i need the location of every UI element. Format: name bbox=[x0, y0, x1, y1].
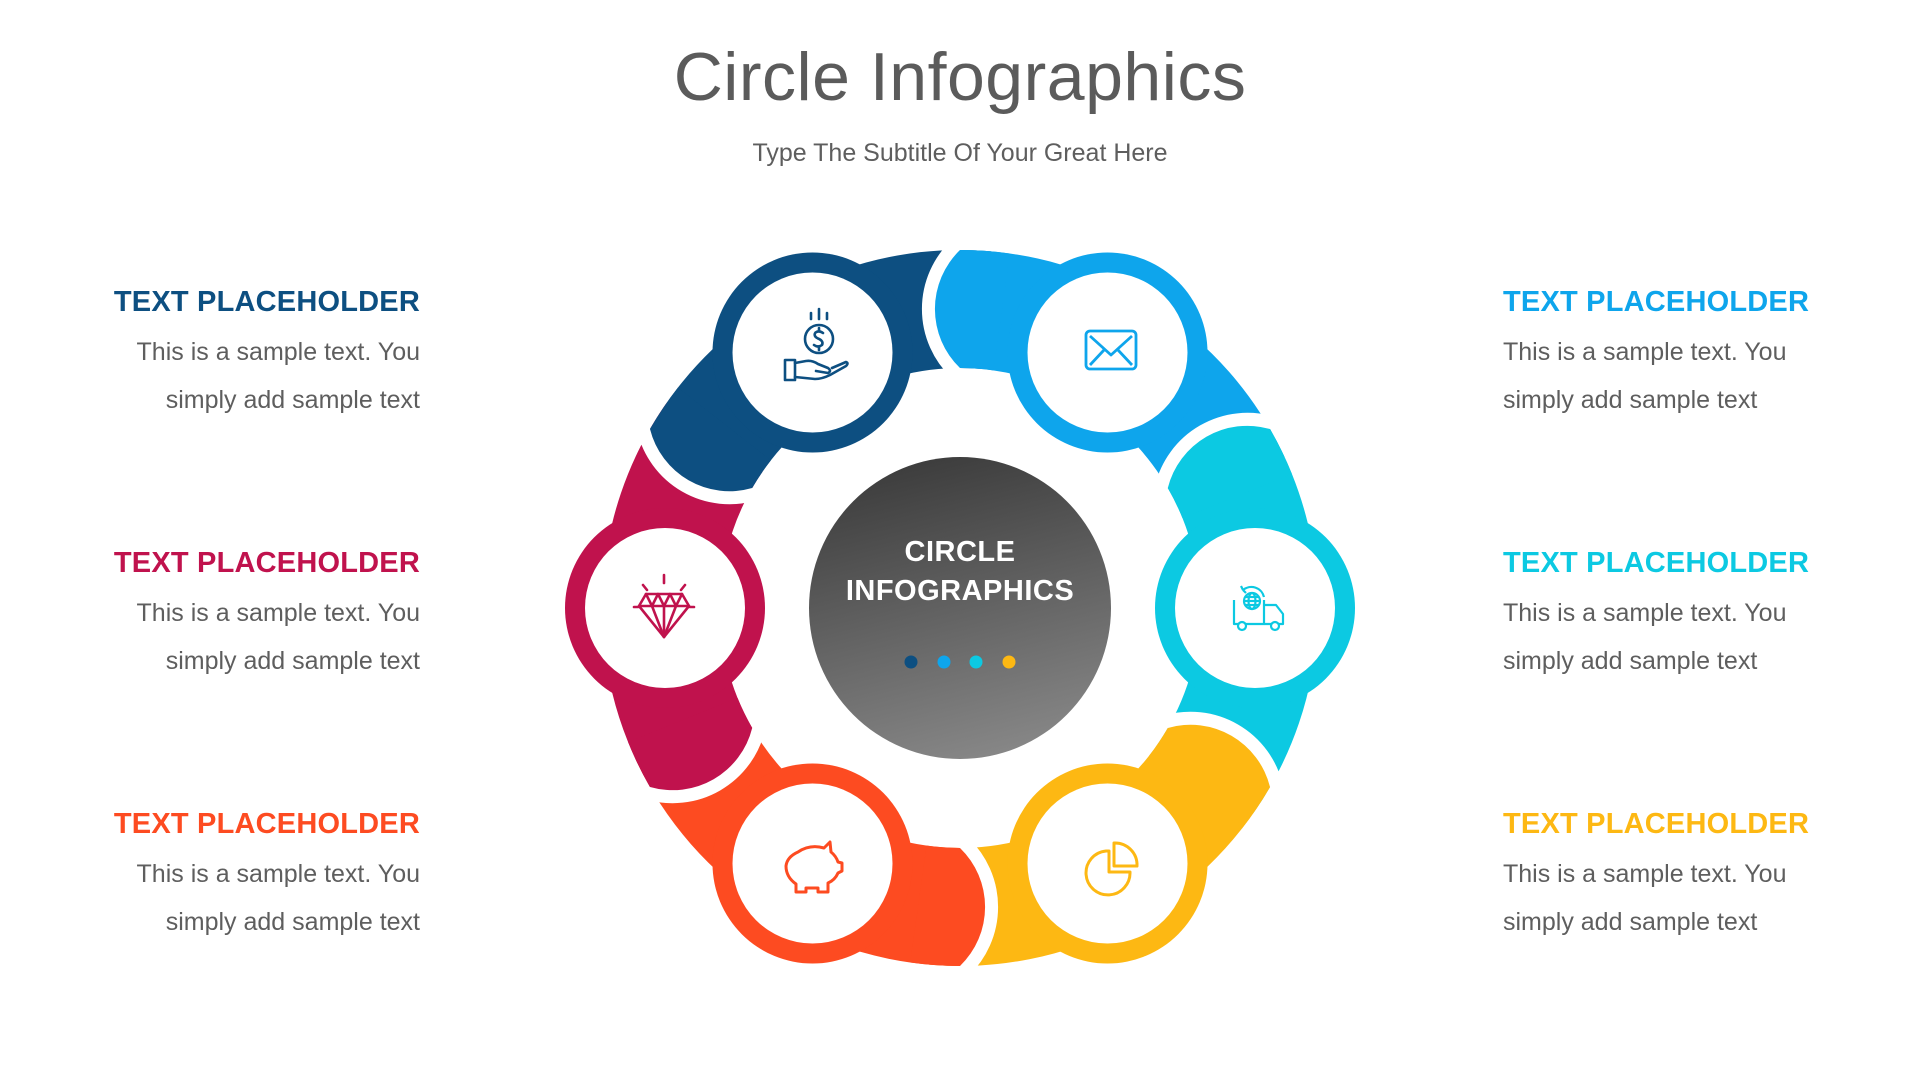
block-heading: TEXT PLACEHOLDER bbox=[113, 286, 420, 318]
global-delivery-truck-icon bbox=[1232, 585, 1285, 632]
text-block-left-middle: TEXT PLACEHOLDER This is a sample text. … bbox=[90, 545, 420, 685]
block-body: This is a sample text. You simply add sa… bbox=[1503, 328, 1833, 424]
block-body-line: This is a sample text. You bbox=[1503, 338, 1787, 366]
node-piggy bbox=[712, 763, 913, 964]
block-body: This is a sample text. You simply add sa… bbox=[90, 589, 420, 685]
center-label: CIRCLE INFOGRAPHICS bbox=[810, 533, 1110, 611]
block-heading: TEXT PLACEHOLDER bbox=[1503, 547, 1810, 579]
block-heading: TEXT PLACEHOLDER bbox=[1503, 808, 1810, 840]
money-hand-icon bbox=[783, 307, 849, 382]
diamond-icon bbox=[632, 573, 696, 639]
block-body-line: simply add sample text bbox=[165, 386, 420, 414]
center-label-line2: INFOGRAPHICS bbox=[845, 575, 1075, 607]
block-body: This is a sample text. You simply add sa… bbox=[1503, 850, 1833, 946]
dot-dark-blue bbox=[904, 655, 918, 669]
page-title: Circle Infographics bbox=[673, 39, 1247, 115]
block-body-line: This is a sample text. You bbox=[136, 338, 420, 366]
block-heading: TEXT PLACEHOLDER bbox=[113, 808, 420, 840]
text-block-left-bottom: TEXT PLACEHOLDER This is a sample text. … bbox=[90, 806, 420, 946]
text-block-right-top: TEXT PLACEHOLDER This is a sample text. … bbox=[1503, 284, 1833, 424]
dot-sky-blue bbox=[937, 655, 951, 669]
block-body-line: This is a sample text. You bbox=[1503, 599, 1787, 627]
dot-cyan bbox=[969, 655, 983, 669]
block-body-line: This is a sample text. You bbox=[1503, 860, 1787, 888]
block-body: This is a sample text. You simply add sa… bbox=[90, 328, 420, 424]
page-subtitle: Type The Subtitle Of Your Great Here bbox=[752, 139, 1168, 167]
block-body-line: This is a sample text. You bbox=[136, 599, 420, 627]
text-block-right-bottom: TEXT PLACEHOLDER This is a sample text. … bbox=[1503, 806, 1833, 946]
block-body-line: This is a sample text. You bbox=[136, 860, 420, 888]
block-body-line: simply add sample text bbox=[1503, 908, 1758, 936]
envelope-icon bbox=[1084, 329, 1138, 371]
block-body-line: simply add sample text bbox=[1503, 386, 1758, 414]
block-body-line: simply add sample text bbox=[1503, 647, 1758, 675]
piggy-bank-icon bbox=[784, 840, 844, 894]
center-circle bbox=[809, 457, 1111, 759]
block-body-line: simply add sample text bbox=[165, 647, 420, 675]
text-block-left-top: TEXT PLACEHOLDER This is a sample text. … bbox=[90, 284, 420, 424]
block-heading: TEXT PLACEHOLDER bbox=[113, 547, 420, 579]
pie-chart-icon bbox=[1084, 841, 1139, 897]
block-heading: TEXT PLACEHOLDER bbox=[1503, 286, 1810, 318]
text-block-right-middle: TEXT PLACEHOLDER This is a sample text. … bbox=[1503, 545, 1833, 685]
block-body: This is a sample text. You simply add sa… bbox=[90, 850, 420, 946]
block-body: This is a sample text. You simply add sa… bbox=[1503, 589, 1833, 685]
block-body-line: simply add sample text bbox=[165, 908, 420, 936]
center-label-line1: CIRCLE bbox=[904, 536, 1016, 568]
dot-yellow bbox=[1002, 655, 1016, 669]
center-dots bbox=[904, 655, 1016, 669]
